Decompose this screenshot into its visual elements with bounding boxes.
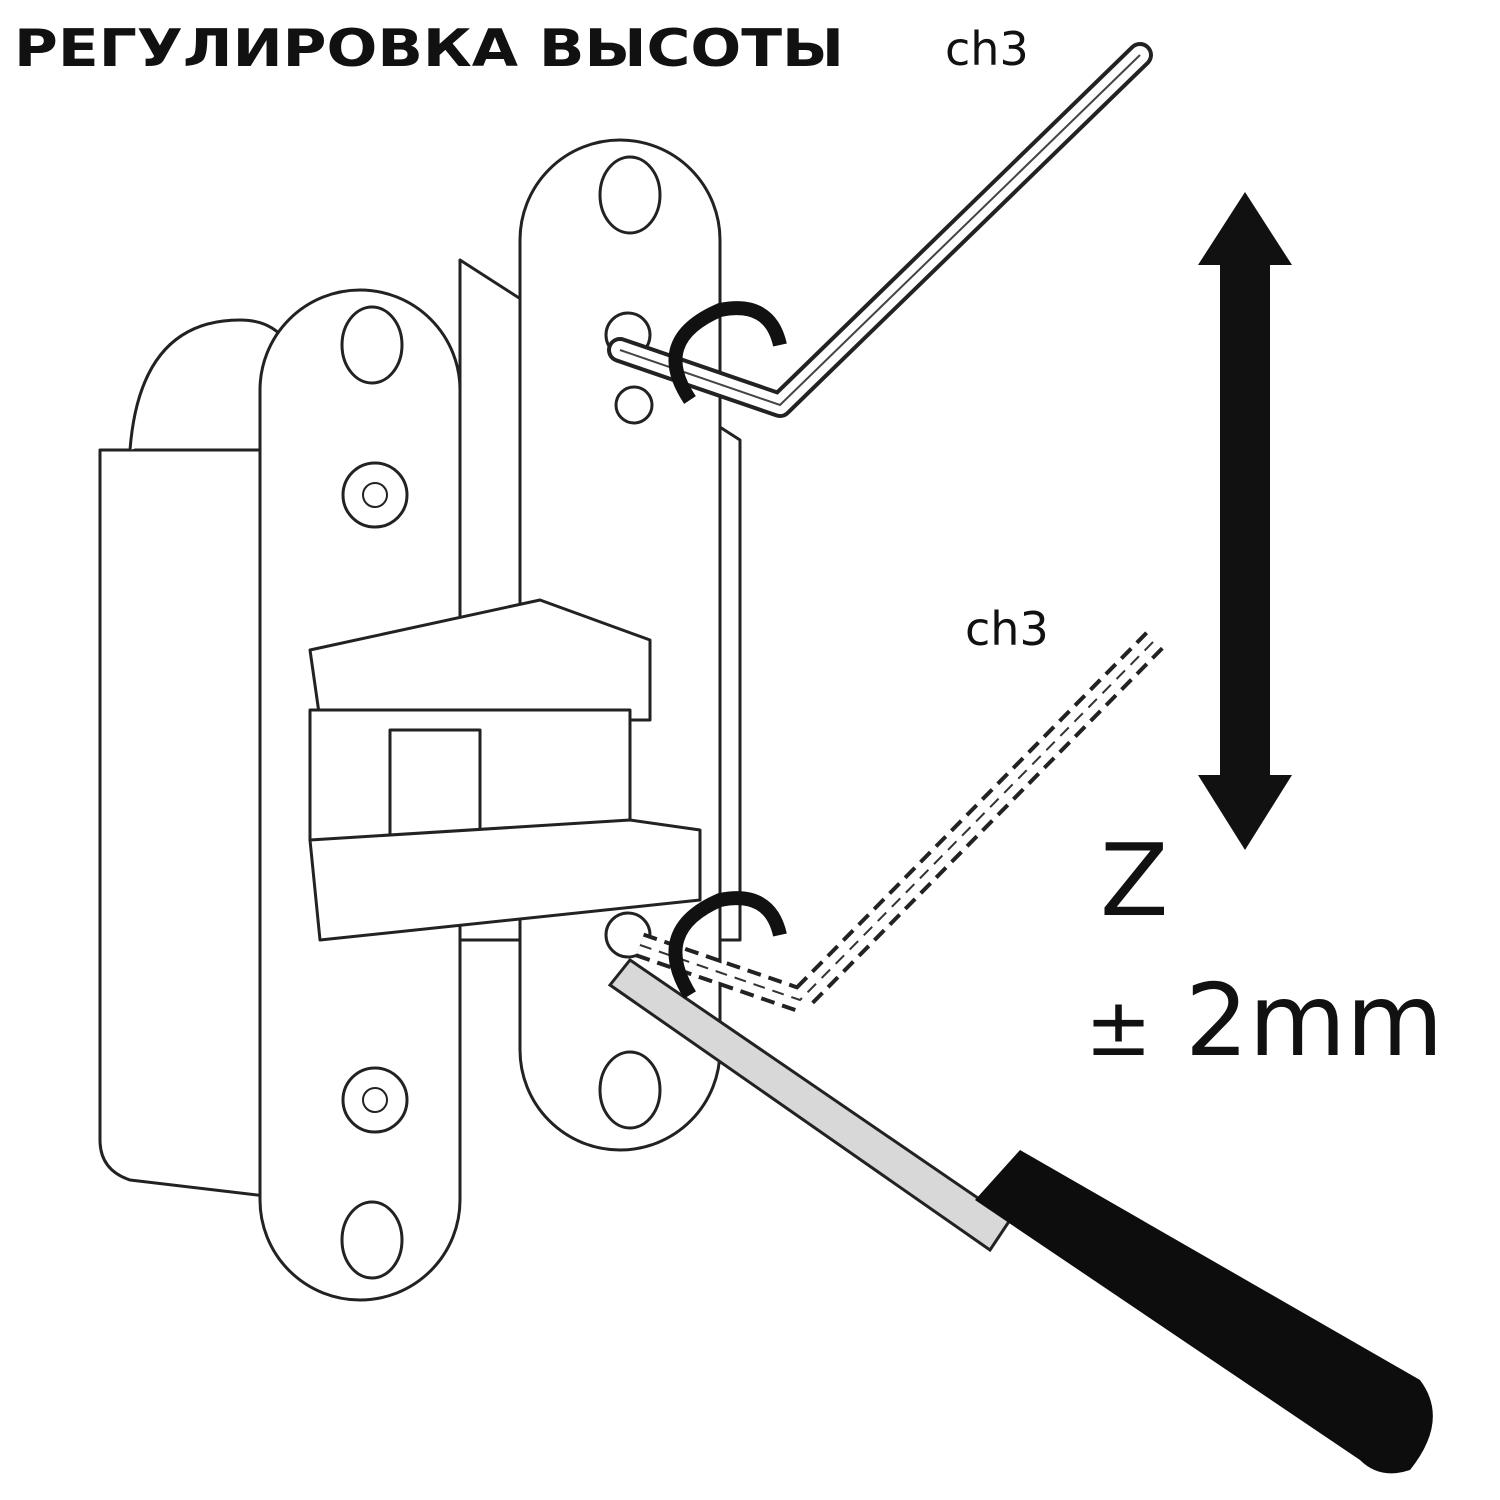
hinge-arm-lower [308,818,702,942]
screw-hole [340,305,404,385]
screw-hole [598,1050,662,1130]
hex-socket [362,1087,388,1113]
rotation-arrow-icon [668,891,787,999]
screwdriver [607,957,1433,1474]
adjust-screw [614,385,654,425]
hex-socket [362,482,388,508]
mounting-screw [341,1066,409,1134]
hinge-illustration [98,138,742,1302]
mounting-screw [341,461,409,529]
axis-label: Z [1100,822,1169,939]
hinge-body-left [98,448,302,1202]
screw-hole [598,155,662,235]
hinge-pin [388,728,482,842]
diagram-title: РЕГУЛИРОВКА ВЫСОТЫ [14,19,844,79]
tool-label-bottom: ch3 [965,602,1049,656]
screwdriver-handle [975,1150,1433,1474]
rotation-arrow-icon [668,301,787,404]
tool-label-top: ch3 [945,22,1029,76]
hex-key-bottom-dashed [635,630,1165,1013]
adjustment-range: 2mm [1185,962,1443,1079]
vertical-double-arrow-icon [1198,192,1292,850]
screw-hole [340,1200,404,1280]
plus-minus-sign: ± [1085,981,1152,1074]
hinge-arm [308,598,652,722]
